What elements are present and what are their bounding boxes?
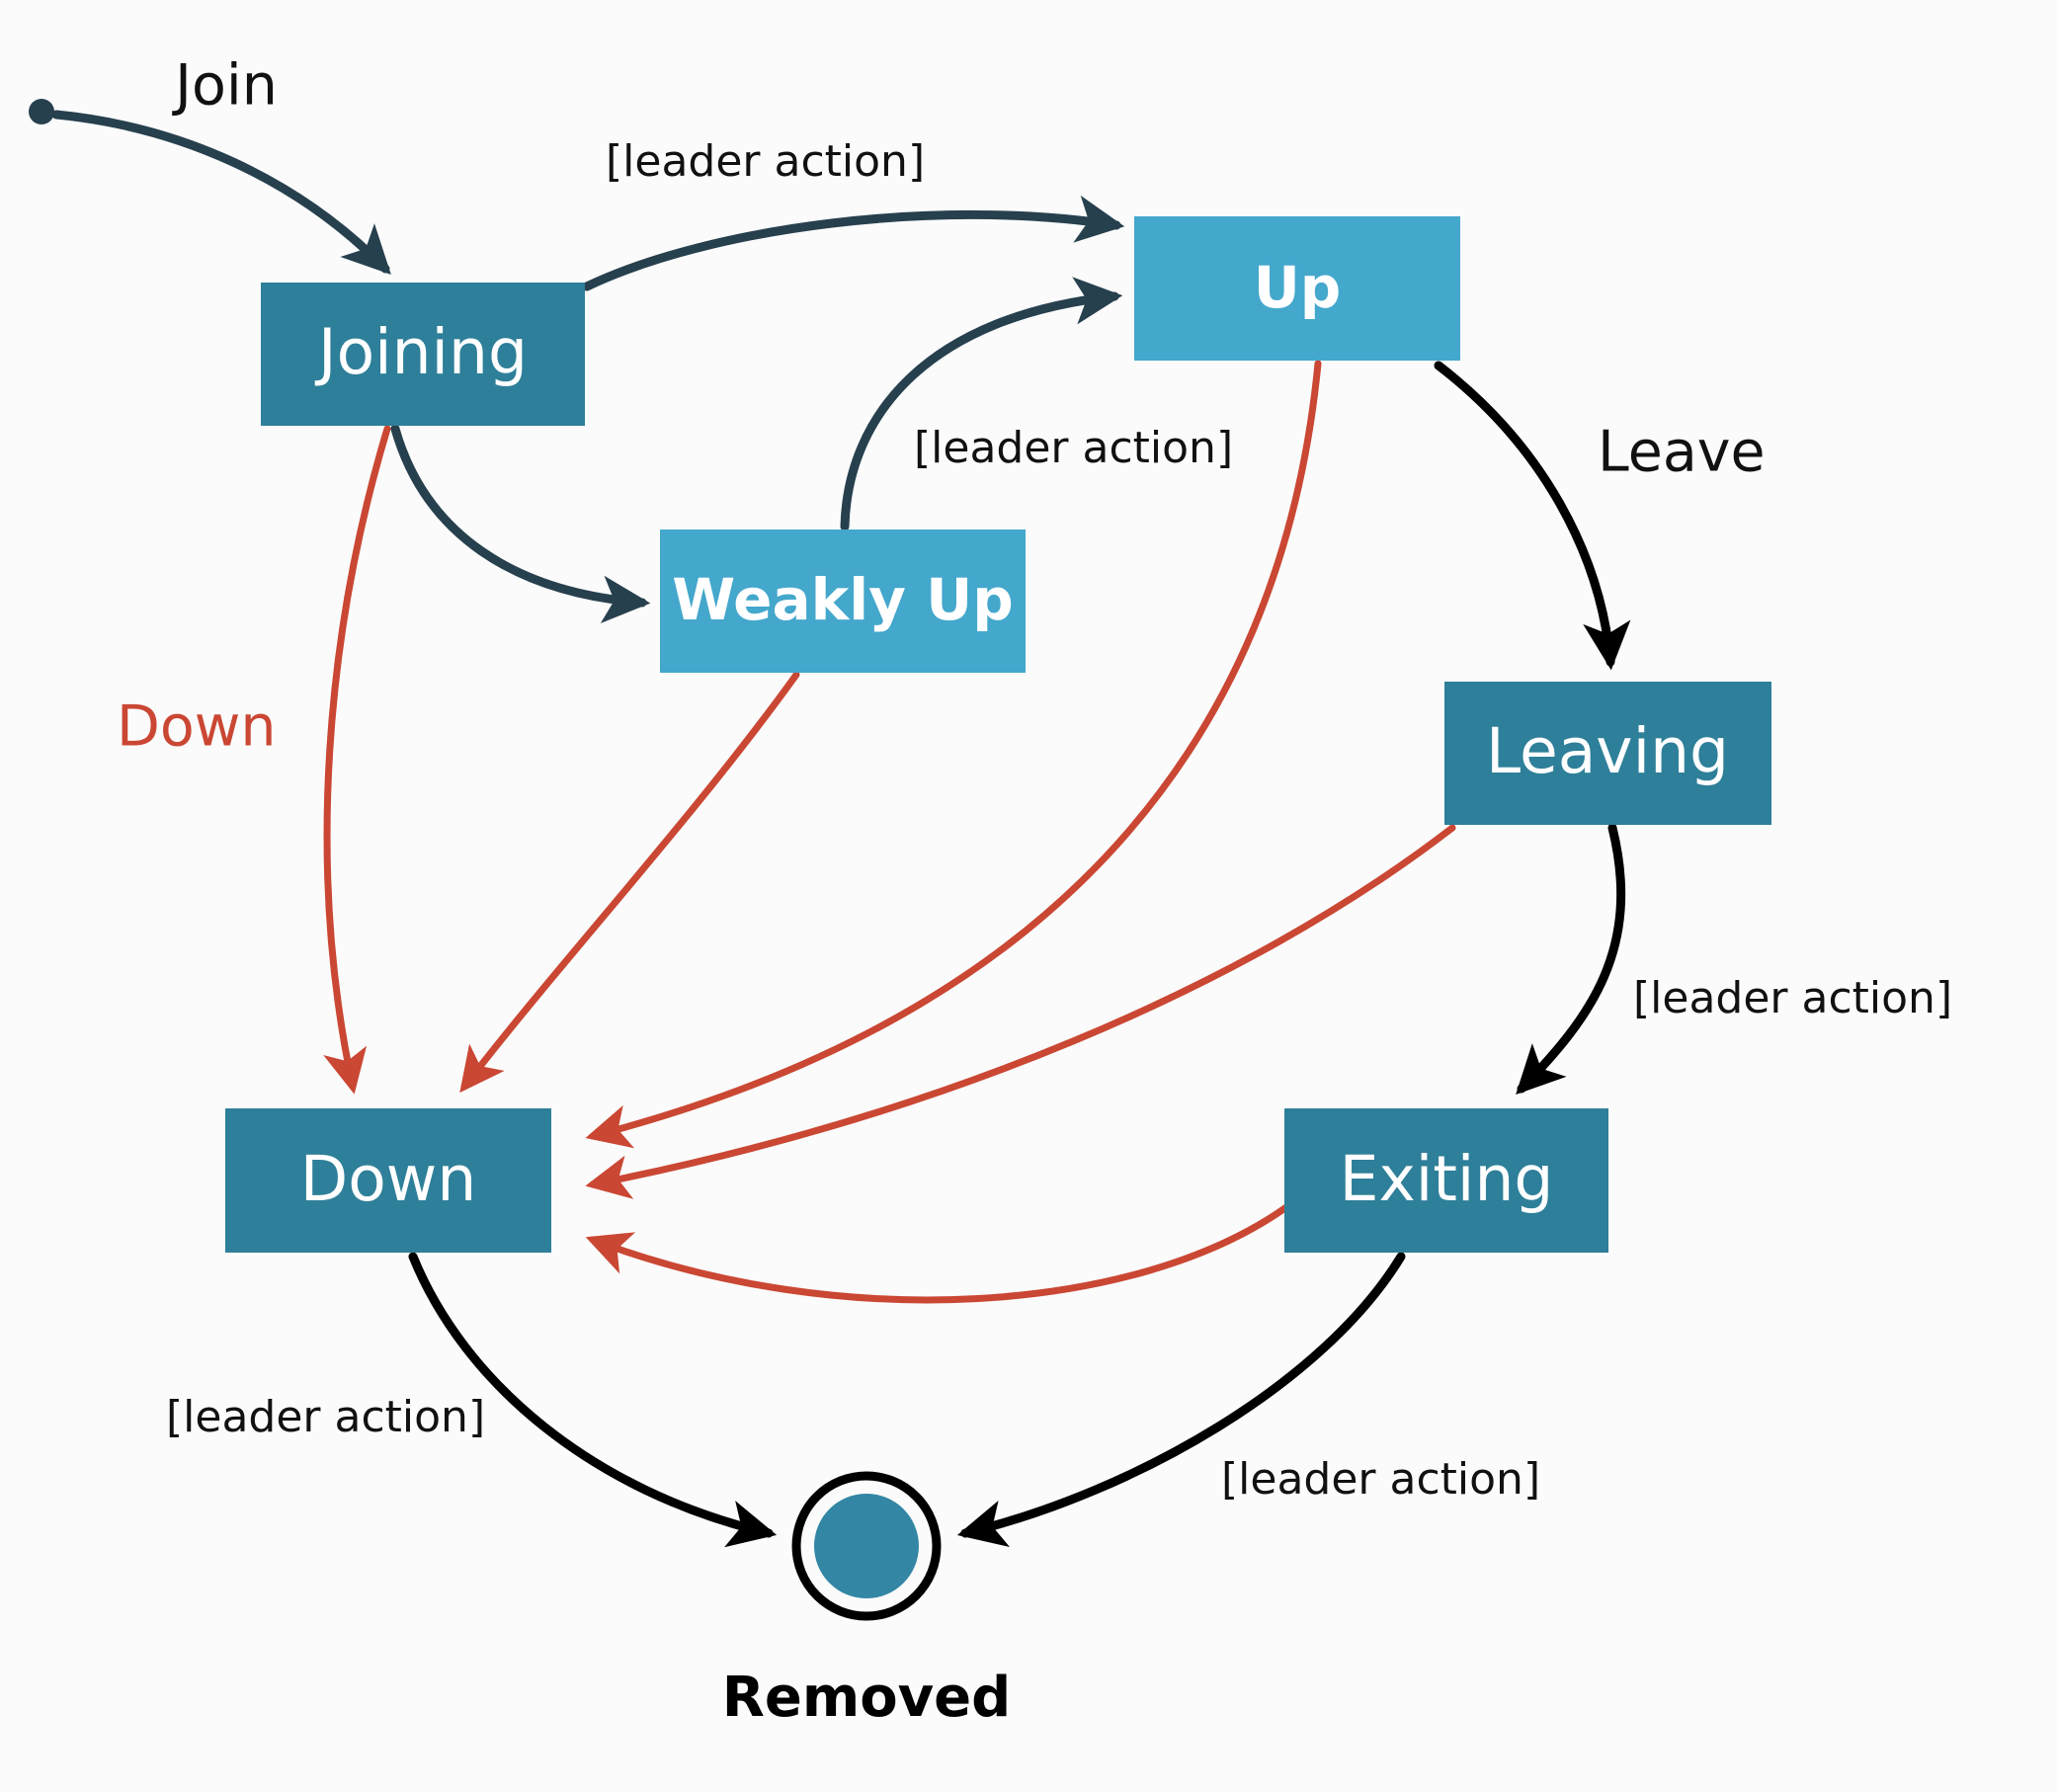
transition-up-to-leaving[interactable]: Leave: [1434, 361, 1766, 671]
final-state-inner-disc: [814, 1494, 919, 1598]
transition-joining-to-weaklyup[interactable]: [390, 424, 651, 623]
state-box-exiting: [1284, 1108, 1608, 1253]
edge-path-exiting-down: [585, 1203, 1290, 1304]
state-node-leaving[interactable]: Leaving: [1444, 682, 1771, 825]
state-label-leaving: Leaving: [1486, 715, 1729, 787]
transition-weaklyup-to-up[interactable]: [leader action]: [840, 277, 1233, 531]
state-node-exiting[interactable]: Exiting: [1284, 1108, 1608, 1253]
edge-label-down: Down: [117, 694, 277, 760]
transition-start-to-joining[interactable]: Join: [51, 53, 391, 275]
edge-label-exiting-removed: [leader action]: [1221, 1454, 1540, 1505]
edge-path-weaklyup-up: [840, 277, 1123, 531]
transition-leaving-to-exiting[interactable]: [leader action]: [1516, 823, 1952, 1096]
state-box-down: [225, 1108, 551, 1253]
edge-path-up-down: [585, 360, 1322, 1149]
state-label-joining: Joining: [314, 316, 528, 388]
edge-path-down-removed: [408, 1252, 778, 1548]
edge-label-leaving-exiting: [leader action]: [1633, 973, 1952, 1023]
final-state-outer-ring: [791, 1471, 942, 1621]
edge-path-leaving-exiting: [1516, 823, 1626, 1096]
transition-down-to-removed[interactable]: [leader action]: [166, 1252, 778, 1548]
transition-joining-to-down[interactable]: Down: [117, 425, 391, 1095]
edge-path-joining-down: [323, 425, 391, 1095]
edge-label-leave: Leave: [1598, 420, 1766, 485]
edge-path-exiting-removed: [956, 1252, 1406, 1547]
state-node-up[interactable]: Up: [1134, 216, 1460, 361]
state-node-down[interactable]: Down: [225, 1108, 551, 1253]
final-state-caption: Removed: [722, 1666, 1012, 1730]
state-box-joining: [261, 283, 585, 426]
state-label-up: Up: [1254, 254, 1342, 321]
edge-label-join: Join: [172, 53, 278, 119]
edge-path-joining-weaklyup: [390, 424, 651, 623]
state-label-down: Down: [300, 1143, 477, 1215]
transition-exiting-to-removed[interactable]: [leader action]: [956, 1252, 1540, 1547]
state-node-joining[interactable]: Joining: [261, 283, 585, 426]
state-box-leaving: [1444, 682, 1771, 825]
transition-joining-to-up[interactable]: [leader action]: [582, 136, 1125, 291]
transition-leaving-to-down[interactable]: [585, 824, 1456, 1199]
edge-path-up-leaving: [1434, 361, 1631, 671]
edge-path-start-joining: [51, 110, 391, 275]
transition-exiting-to-down[interactable]: [585, 1203, 1290, 1304]
edge-label-weaklyup-up: [leader action]: [914, 423, 1233, 473]
edge-path-leaving-down: [585, 824, 1456, 1199]
state-label-weakly-up: Weakly Up: [672, 566, 1013, 633]
state-label-exiting: Exiting: [1340, 1143, 1554, 1215]
start-state-dot[interactable]: [29, 99, 54, 124]
final-state-removed[interactable]: Removed: [722, 1471, 1012, 1730]
edge-path-joining-up: [582, 195, 1125, 291]
transition-weaklyup-to-down[interactable]: [459, 671, 800, 1094]
edge-label-down-removed: [leader action]: [166, 1392, 485, 1442]
state-box-weakly-up: [660, 529, 1026, 673]
state-node-weakly-up[interactable]: Weakly Up: [660, 529, 1026, 673]
transition-up-to-down[interactable]: [585, 360, 1322, 1149]
edge-path-weaklyup-down: [459, 671, 800, 1094]
edge-label-joining-up: [leader action]: [606, 136, 925, 187]
state-box-up: [1134, 216, 1460, 361]
